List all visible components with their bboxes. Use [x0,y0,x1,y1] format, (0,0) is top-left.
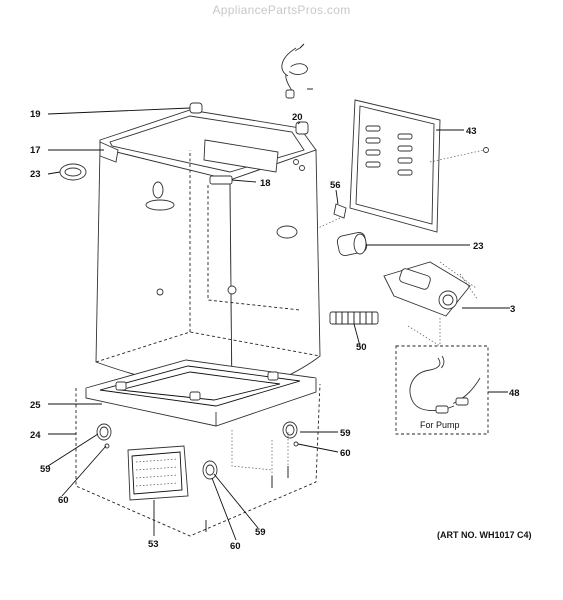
callout-56: 56 [330,180,341,191]
callouts: 19 17 23 20 18 43 56 23 3 50 48 25 24 59… [30,109,520,552]
art-number: (ART NO. WH1017 C4) [437,530,532,540]
back-panel [349,99,489,233]
callout-17: 17 [30,145,41,156]
base-25 [85,359,317,427]
pad-23-right [336,231,368,257]
cabinet [95,102,321,399]
callout-60-right: 60 [340,448,351,459]
callout-48: 48 [509,388,520,399]
callout-59-bottom: 59 [255,527,266,538]
callout-60-left: 60 [58,495,69,506]
callout-50: 50 [356,342,367,353]
leader-lines [47,107,510,541]
screws [205,466,289,532]
callout-24: 24 [30,430,41,441]
filter-50 [329,311,379,325]
cover-53 [127,445,189,501]
callout-23-left: 23 [30,169,41,180]
callout-59-right: 59 [340,428,351,439]
callout-60-bottom: 60 [230,541,241,552]
callout-25: 25 [30,400,41,411]
pump-valve [383,261,479,317]
foot-right [282,421,299,447]
power-cord [281,43,313,99]
foot-front [202,460,218,480]
pump-label: For Pump [420,420,460,430]
watermark: AppliancePartsPros.com [212,3,351,17]
callout-20: 20 [292,112,303,123]
callout-23-right: 23 [473,241,484,252]
foot-left [96,423,112,449]
callout-43: 43 [466,126,477,137]
callout-18: 18 [260,178,271,189]
callout-3: 3 [510,304,515,315]
callout-53: 53 [148,539,159,550]
clip-56 [317,203,347,229]
callout-59-left: 59 [40,464,51,475]
pad-23-left [59,163,87,181]
callout-19: 19 [30,109,41,120]
pump-hose-box: For Pump [395,345,489,435]
